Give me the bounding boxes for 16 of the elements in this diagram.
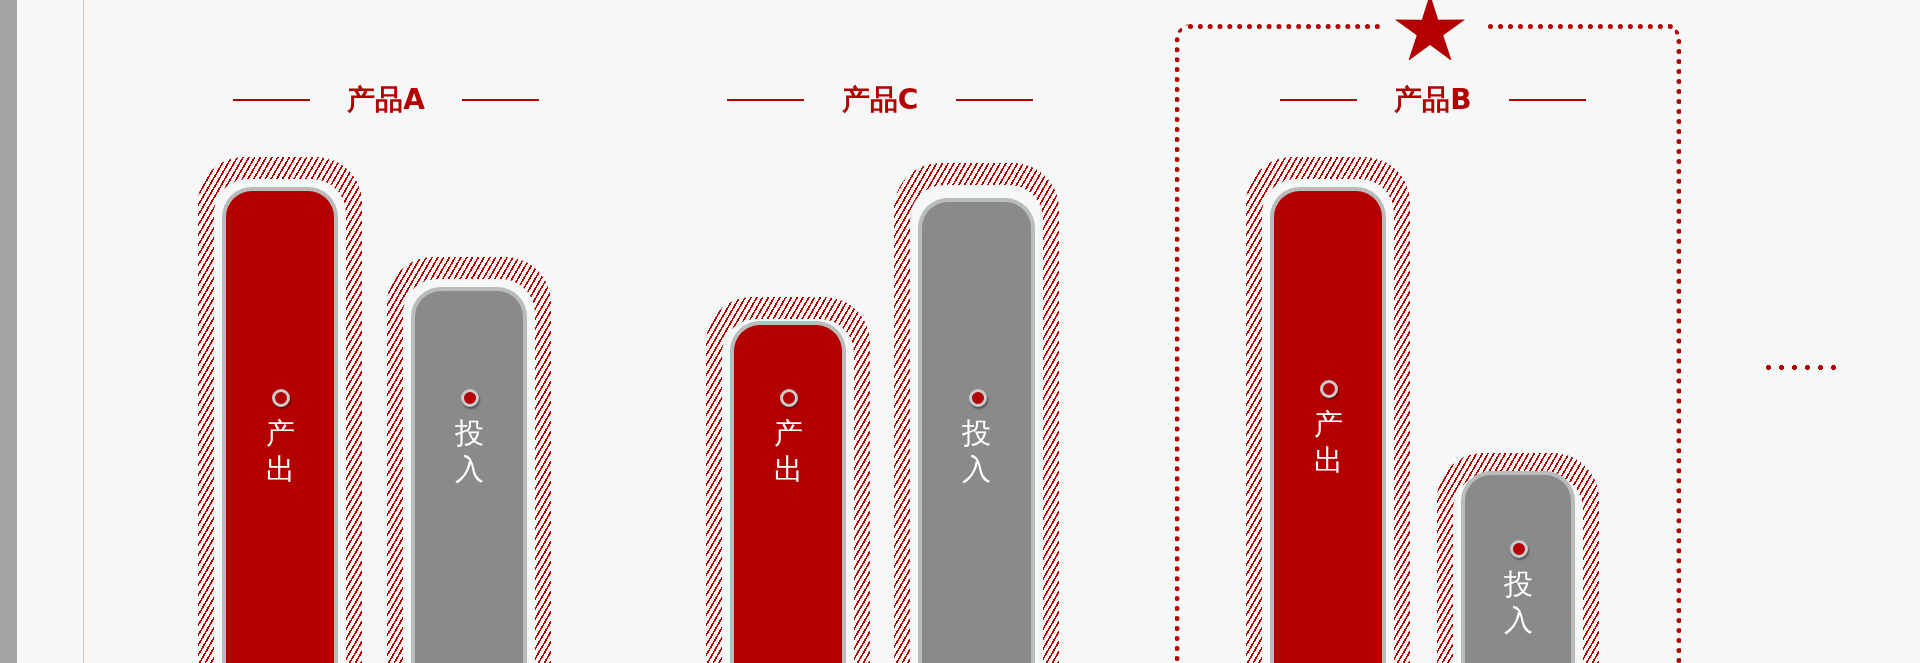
bar [1270, 187, 1386, 663]
bar-label: 产出 [1312, 406, 1344, 478]
bar [730, 321, 846, 663]
bar-label: 产出 [264, 415, 296, 487]
bar-label: 投入 [453, 415, 485, 487]
heading: 产品C [841, 82, 919, 118]
bar-label: 投入 [1502, 566, 1534, 638]
bar [1461, 471, 1575, 663]
heading: 产品A [347, 82, 425, 118]
bar-label: 产出 [772, 415, 804, 487]
bar [918, 198, 1035, 663]
bar [411, 287, 527, 663]
bar [222, 187, 338, 663]
dotted-frame [1175, 24, 1681, 663]
bar-label: 投入 [961, 415, 992, 487]
heading: 产品B [1394, 82, 1472, 118]
